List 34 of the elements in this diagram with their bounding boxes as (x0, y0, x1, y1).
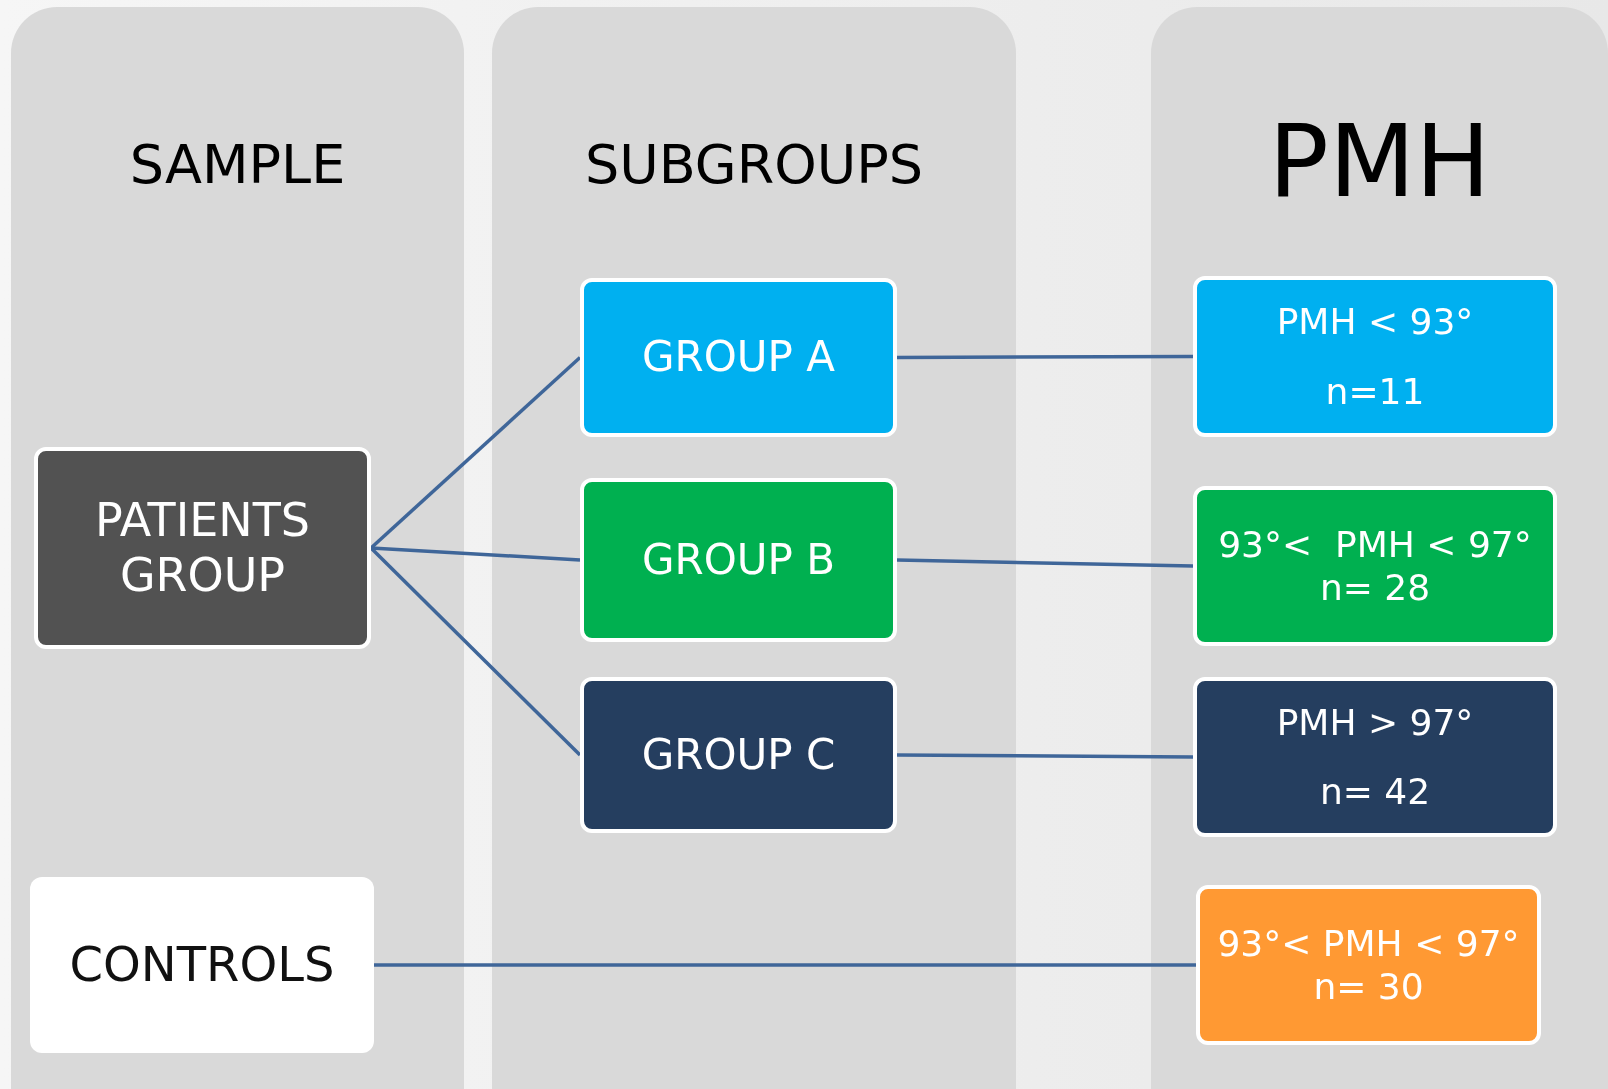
count-label: n= 30 (1313, 965, 1424, 1009)
count-label: n= 28 (1319, 566, 1431, 610)
connector-line (370, 546, 581, 562)
connector-line (897, 753, 1193, 759)
result-box (1196, 885, 1541, 1045)
column-heading: SUBGROUPS (583, 135, 925, 195)
group-label: GROUP A (642, 332, 835, 383)
group-box (30, 877, 374, 1053)
column-panel (11, 7, 464, 1089)
column-heading: SAMPLE (128, 135, 347, 195)
range-label: PMH < 93° (1276, 300, 1474, 344)
group-box (580, 278, 897, 437)
result-box (1193, 677, 1557, 837)
range-label: 93°< PMH < 97° (1217, 921, 1520, 965)
group-label: GROUP C (641, 729, 836, 781)
column-panel (1151, 7, 1608, 1089)
group-label: PATIENTS GROUP (93, 492, 312, 604)
connector-line (896, 558, 1194, 568)
result-box (1193, 486, 1557, 646)
range-label: 93°< PMH < 97° (1218, 522, 1532, 566)
range-label: PMH > 97° (1276, 700, 1474, 744)
count-label: n=11 (1325, 369, 1425, 413)
group-box (580, 677, 897, 833)
count-label: n= 42 (1319, 770, 1431, 814)
column-panel (492, 7, 1016, 1089)
column-heading: PMH (1267, 107, 1492, 217)
connector-line (374, 963, 1196, 967)
group-box (580, 478, 897, 642)
group-box (34, 447, 371, 649)
result-box (1193, 276, 1557, 437)
connector-line (369, 546, 582, 757)
group-label: CONTROLS (69, 936, 335, 994)
connector-line (897, 354, 1193, 360)
group-label: GROUP B (642, 534, 835, 586)
